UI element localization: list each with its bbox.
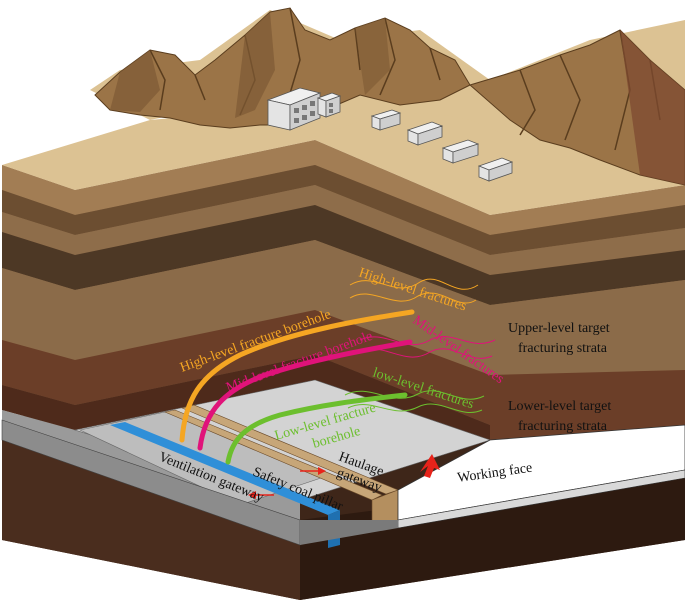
front-left-face (2, 165, 75, 430)
building-small-3 (441, 139, 480, 164)
far-right-face (490, 185, 685, 440)
ventilation-arrow (248, 491, 274, 499)
mid-level-borehole (197, 339, 413, 451)
low-level-borehole (225, 392, 408, 465)
building-small-1 (370, 109, 402, 131)
building-main (266, 87, 342, 131)
building-small-4 (477, 157, 514, 182)
upper-target-label-1: Upper-level target (508, 321, 610, 336)
high-level-borehole (179, 309, 415, 443)
front-slab-edge-2 (300, 520, 398, 545)
front-center-face (75, 140, 315, 430)
working-face-band (397, 424, 685, 521)
ventilation-channel (110, 422, 340, 515)
high-fractures-line-2 (349, 292, 477, 304)
lower-target-label-1: Lower-level target (508, 399, 611, 414)
haulage-arrow (300, 467, 326, 475)
mountains (94, 7, 685, 186)
upper-target-label-2: fracturing strata (518, 341, 608, 356)
high-fractures-line-1 (349, 278, 479, 290)
low-fractures-line-2 (347, 403, 483, 413)
mid-fractures-line-1 (359, 336, 496, 346)
low-fractures-line-1 (344, 390, 485, 400)
lower-target-label-2: fracturing strata (518, 419, 608, 434)
advance-arrow (420, 454, 440, 478)
building-small-2 (406, 121, 444, 146)
